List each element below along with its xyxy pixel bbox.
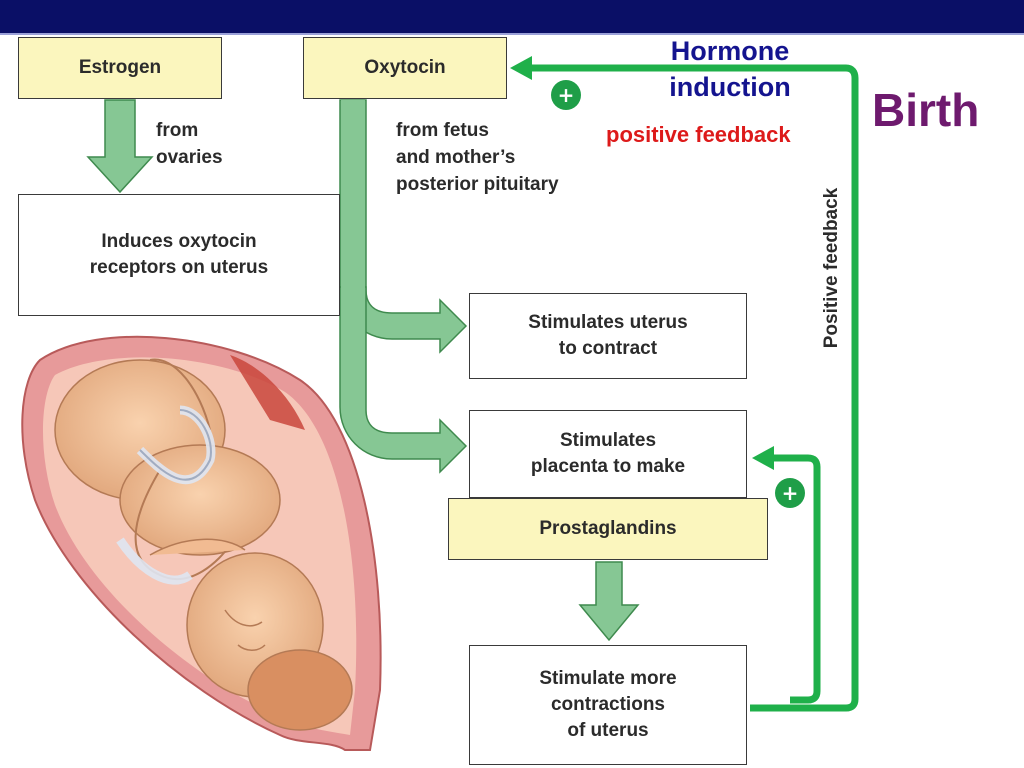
header-divider — [0, 33, 1024, 35]
prostaglandins-down-arrow — [578, 561, 640, 642]
oxytocin-branch-arrows — [339, 99, 468, 474]
stimulates-uterus-box: Stimulates uterus to contract — [469, 293, 747, 379]
estrogen-down-arrow — [86, 99, 154, 194]
prostaglandins-box: Prostaglandins — [448, 498, 768, 560]
from-fetus-note: from fetus and mother’s posterior pituit… — [396, 120, 559, 195]
hormone-induction-title: Hormone induction — [669, 36, 791, 102]
oxytocin-box: Oxytocin — [303, 37, 507, 99]
from-ovaries-note: from ovaries — [156, 120, 223, 168]
plus-icon: + — [775, 478, 805, 508]
fetus-illustration — [54, 358, 353, 731]
estrogen-box: Estrogen — [18, 37, 222, 99]
stimulate-more-contractions-box: Stimulate more contractions of uterus — [469, 645, 747, 765]
induces-receptors-box: Induces oxytocin receptors on uterus — [18, 194, 340, 316]
plus-icon: + — [551, 80, 581, 110]
positive-feedback-vertical-text: Positive feedback — [821, 187, 842, 349]
inner-feedback-loop — [752, 446, 821, 704]
top-header-bar — [0, 0, 1024, 33]
birth-title: Birth — [872, 84, 980, 136]
outer-feedback-loop — [510, 56, 859, 712]
positive-feedback-title: positive feedback — [606, 122, 791, 147]
stimulates-placenta-box: Stimulates placenta to make — [469, 410, 747, 498]
